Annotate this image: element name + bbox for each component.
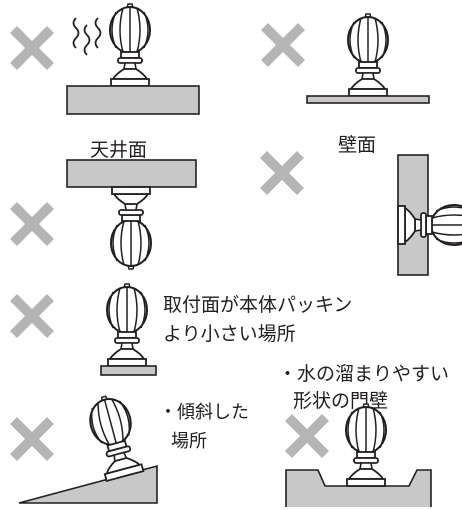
lamp-icon — [110, 186, 152, 270]
panel-water-pooling: ・水の溜まりやすい 形状の門壁 — [278, 363, 449, 507]
x-mark-icon — [10, 294, 54, 338]
ceiling-label: 天井面 — [90, 139, 147, 161]
x-mark-icon — [10, 202, 54, 246]
panel-heat-source — [10, 3, 200, 115]
ground-thin — [306, 95, 430, 104]
lamp-icon — [397, 204, 462, 246]
heat-waves-icon — [72, 17, 102, 56]
panel-ceiling: 天井面 — [10, 139, 197, 270]
panel-wall: 壁面 — [260, 134, 462, 276]
lamp-icon — [109, 3, 151, 87]
ground-block — [66, 85, 200, 115]
x-mark-icon — [261, 23, 305, 67]
x-mark-icon — [285, 414, 329, 458]
panel-small-surface: 取付面が本体パッキン より小さい場所 — [10, 283, 352, 376]
slope-label-2: 場所 — [171, 431, 207, 452]
x-mark-icon — [10, 417, 54, 461]
water-label-1: ・水の溜まりやすい — [278, 363, 449, 385]
panel-thin-surface — [261, 13, 430, 104]
ceiling-block — [66, 159, 197, 188]
lamp-icon — [347, 13, 389, 97]
wall-label: 壁面 — [338, 134, 376, 156]
panel-slope: ・傾斜した 場所 — [10, 390, 249, 504]
small-surface-label-2: より小さい場所 — [163, 323, 296, 345]
x-mark-icon — [10, 26, 54, 70]
x-mark-icon — [260, 151, 304, 195]
small-surface-label-1: 取付面が本体パッキン — [163, 294, 352, 316]
small-ground — [100, 365, 157, 376]
lamp-icon — [83, 390, 146, 483]
slope-label-1: ・傾斜した — [159, 402, 249, 423]
lamp-icon — [345, 403, 387, 487]
lamp-icon — [106, 283, 148, 367]
